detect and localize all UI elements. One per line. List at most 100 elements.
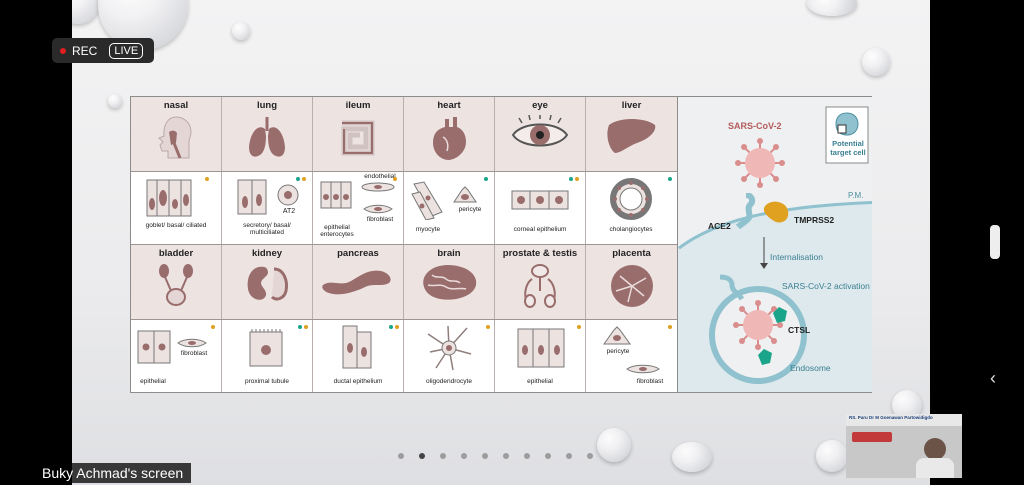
- pagination-dot[interactable]: [419, 453, 425, 459]
- ctsl-enzyme-icon: [758, 349, 772, 365]
- rec-label: REC: [72, 43, 98, 58]
- cell-label: fibroblast: [366, 216, 394, 223]
- cell-prostate: epithelial: [495, 320, 586, 392]
- organ-placenta: placenta: [586, 245, 677, 319]
- organ-label: placenta: [612, 248, 651, 259]
- legend-label: Potential target cell: [830, 139, 866, 157]
- liver-icon: [606, 119, 655, 153]
- organ-liver: liver: [586, 97, 677, 171]
- ace2-receptor-icon: [719, 274, 745, 301]
- cell-label: epithelial: [140, 378, 166, 385]
- teal-marker: [298, 325, 302, 329]
- pericyte-icon: [453, 186, 477, 203]
- scroll-handle[interactable]: [990, 225, 1000, 259]
- cell-heart: pericyte myocyte: [404, 172, 495, 244]
- divider: [131, 171, 677, 172]
- water-drop: [108, 94, 122, 108]
- prostate-icon: [524, 264, 556, 308]
- activation-label: SARS-CoV-2 activation: [782, 281, 870, 291]
- cell-label: fibroblast: [636, 378, 664, 385]
- cell-eye: corneal epithelium: [495, 172, 586, 244]
- myocyte-icon: [411, 181, 443, 220]
- participant-video-thumbnail[interactable]: RS. Paru Dr M Goenawan Partowidigdo: [846, 414, 962, 478]
- orange-marker: [302, 177, 306, 181]
- water-drop: [672, 442, 712, 472]
- pagination-dot[interactable]: [503, 453, 509, 459]
- water-drop: [232, 22, 250, 40]
- cell-label: epithelial: [527, 378, 553, 385]
- placenta-icon: [610, 265, 653, 307]
- epithelium-icon: [511, 190, 569, 210]
- heart-icon: [433, 117, 466, 160]
- cell-label: goblet/ basal/ ciliated: [145, 222, 207, 229]
- cell-placenta: pericyte fibroblast: [586, 320, 677, 392]
- endosome-label: Endosome: [790, 363, 831, 373]
- recording-indicator[interactable]: REC LIVE: [52, 38, 154, 63]
- teal-marker: [569, 177, 573, 181]
- organ-prostate-testis: prostate & testis: [495, 245, 586, 319]
- organ-label: nasal: [163, 100, 189, 111]
- record-dot-icon: [60, 47, 66, 54]
- cell-label: proximal tubule: [244, 378, 290, 385]
- at2-cell-icon: [277, 184, 299, 206]
- pm-label: P.M.: [848, 191, 864, 200]
- cell-liver: cholangiocytes: [586, 172, 677, 244]
- epithelium-icon: [137, 330, 171, 364]
- ace2-label: ACE2: [708, 221, 731, 231]
- eye-icon: [511, 115, 569, 147]
- orange-marker: [486, 325, 490, 329]
- lung-icon: [249, 117, 285, 157]
- orange-marker: [395, 325, 399, 329]
- fibroblast-icon: [177, 338, 207, 348]
- pagination-dot[interactable]: [398, 453, 404, 459]
- live-badge: LIVE: [109, 42, 144, 59]
- ctsl-label: CTSL: [788, 325, 811, 335]
- pagination-dot[interactable]: [440, 453, 446, 459]
- water-drop: [72, 0, 100, 24]
- pagination-dot[interactable]: [587, 453, 593, 459]
- cell-brain: oligodendrocyte: [404, 320, 495, 392]
- chevron-left-icon[interactable]: ‹: [990, 368, 996, 388]
- internalisation-label: Internalisation: [770, 252, 823, 262]
- epithelium-icon: [146, 179, 192, 217]
- cell-ileum: endothelial fibroblast epithelial entero…: [313, 172, 404, 244]
- epithelium-icon: [320, 181, 352, 209]
- cell-label: oligodendrocyte: [426, 378, 472, 385]
- orange-marker: [393, 177, 397, 181]
- cell-row-2: fibroblast epithelial proximal tubule: [131, 320, 677, 392]
- water-drop: [816, 440, 848, 472]
- kidney-icon: [247, 266, 288, 301]
- water-drop: [862, 48, 890, 76]
- cell-pancreas: ductal epithelium: [313, 320, 404, 392]
- organ-pancreas: pancreas: [313, 245, 404, 319]
- pancreas-icon: [322, 270, 391, 295]
- slide-figure: nasal lung ileum: [130, 96, 872, 393]
- ace2-receptor-icon: [735, 193, 756, 229]
- pagination-dot[interactable]: [482, 453, 488, 459]
- pagination-dot[interactable]: [545, 453, 551, 459]
- orange-marker: [205, 177, 209, 181]
- cell-label: corneal epithelium: [513, 226, 567, 233]
- organ-label: liver: [621, 100, 642, 111]
- fibroblast-icon: [626, 364, 660, 374]
- tubule-cell-icon: [249, 329, 283, 367]
- infection-mechanism-panel: Potential target cell SARS-CoV-2 P.M. AC…: [677, 97, 872, 392]
- ctsl-enzyme-icon: [773, 307, 787, 323]
- teal-marker: [668, 177, 672, 181]
- pagination-dot[interactable]: [524, 453, 530, 459]
- epithelium-icon: [517, 328, 565, 368]
- fibroblast-icon: [363, 204, 393, 214]
- water-drop: [597, 428, 631, 462]
- avatar-body: [916, 458, 954, 478]
- organ-label: heart: [437, 100, 461, 111]
- orange-marker: [211, 325, 215, 329]
- pagination-dot[interactable]: [566, 453, 572, 459]
- hospital-logo: [852, 432, 892, 442]
- cholangiocyte-ring-icon: [610, 178, 652, 220]
- tissue-grid: nasal lung ileum: [131, 97, 677, 392]
- cell-label: ductal epithelium: [333, 378, 383, 385]
- organ-row-2: bladder kidney pancreas: [131, 245, 677, 319]
- organ-heart: heart: [404, 97, 495, 171]
- teal-marker: [389, 325, 393, 329]
- pagination-dot[interactable]: [461, 453, 467, 459]
